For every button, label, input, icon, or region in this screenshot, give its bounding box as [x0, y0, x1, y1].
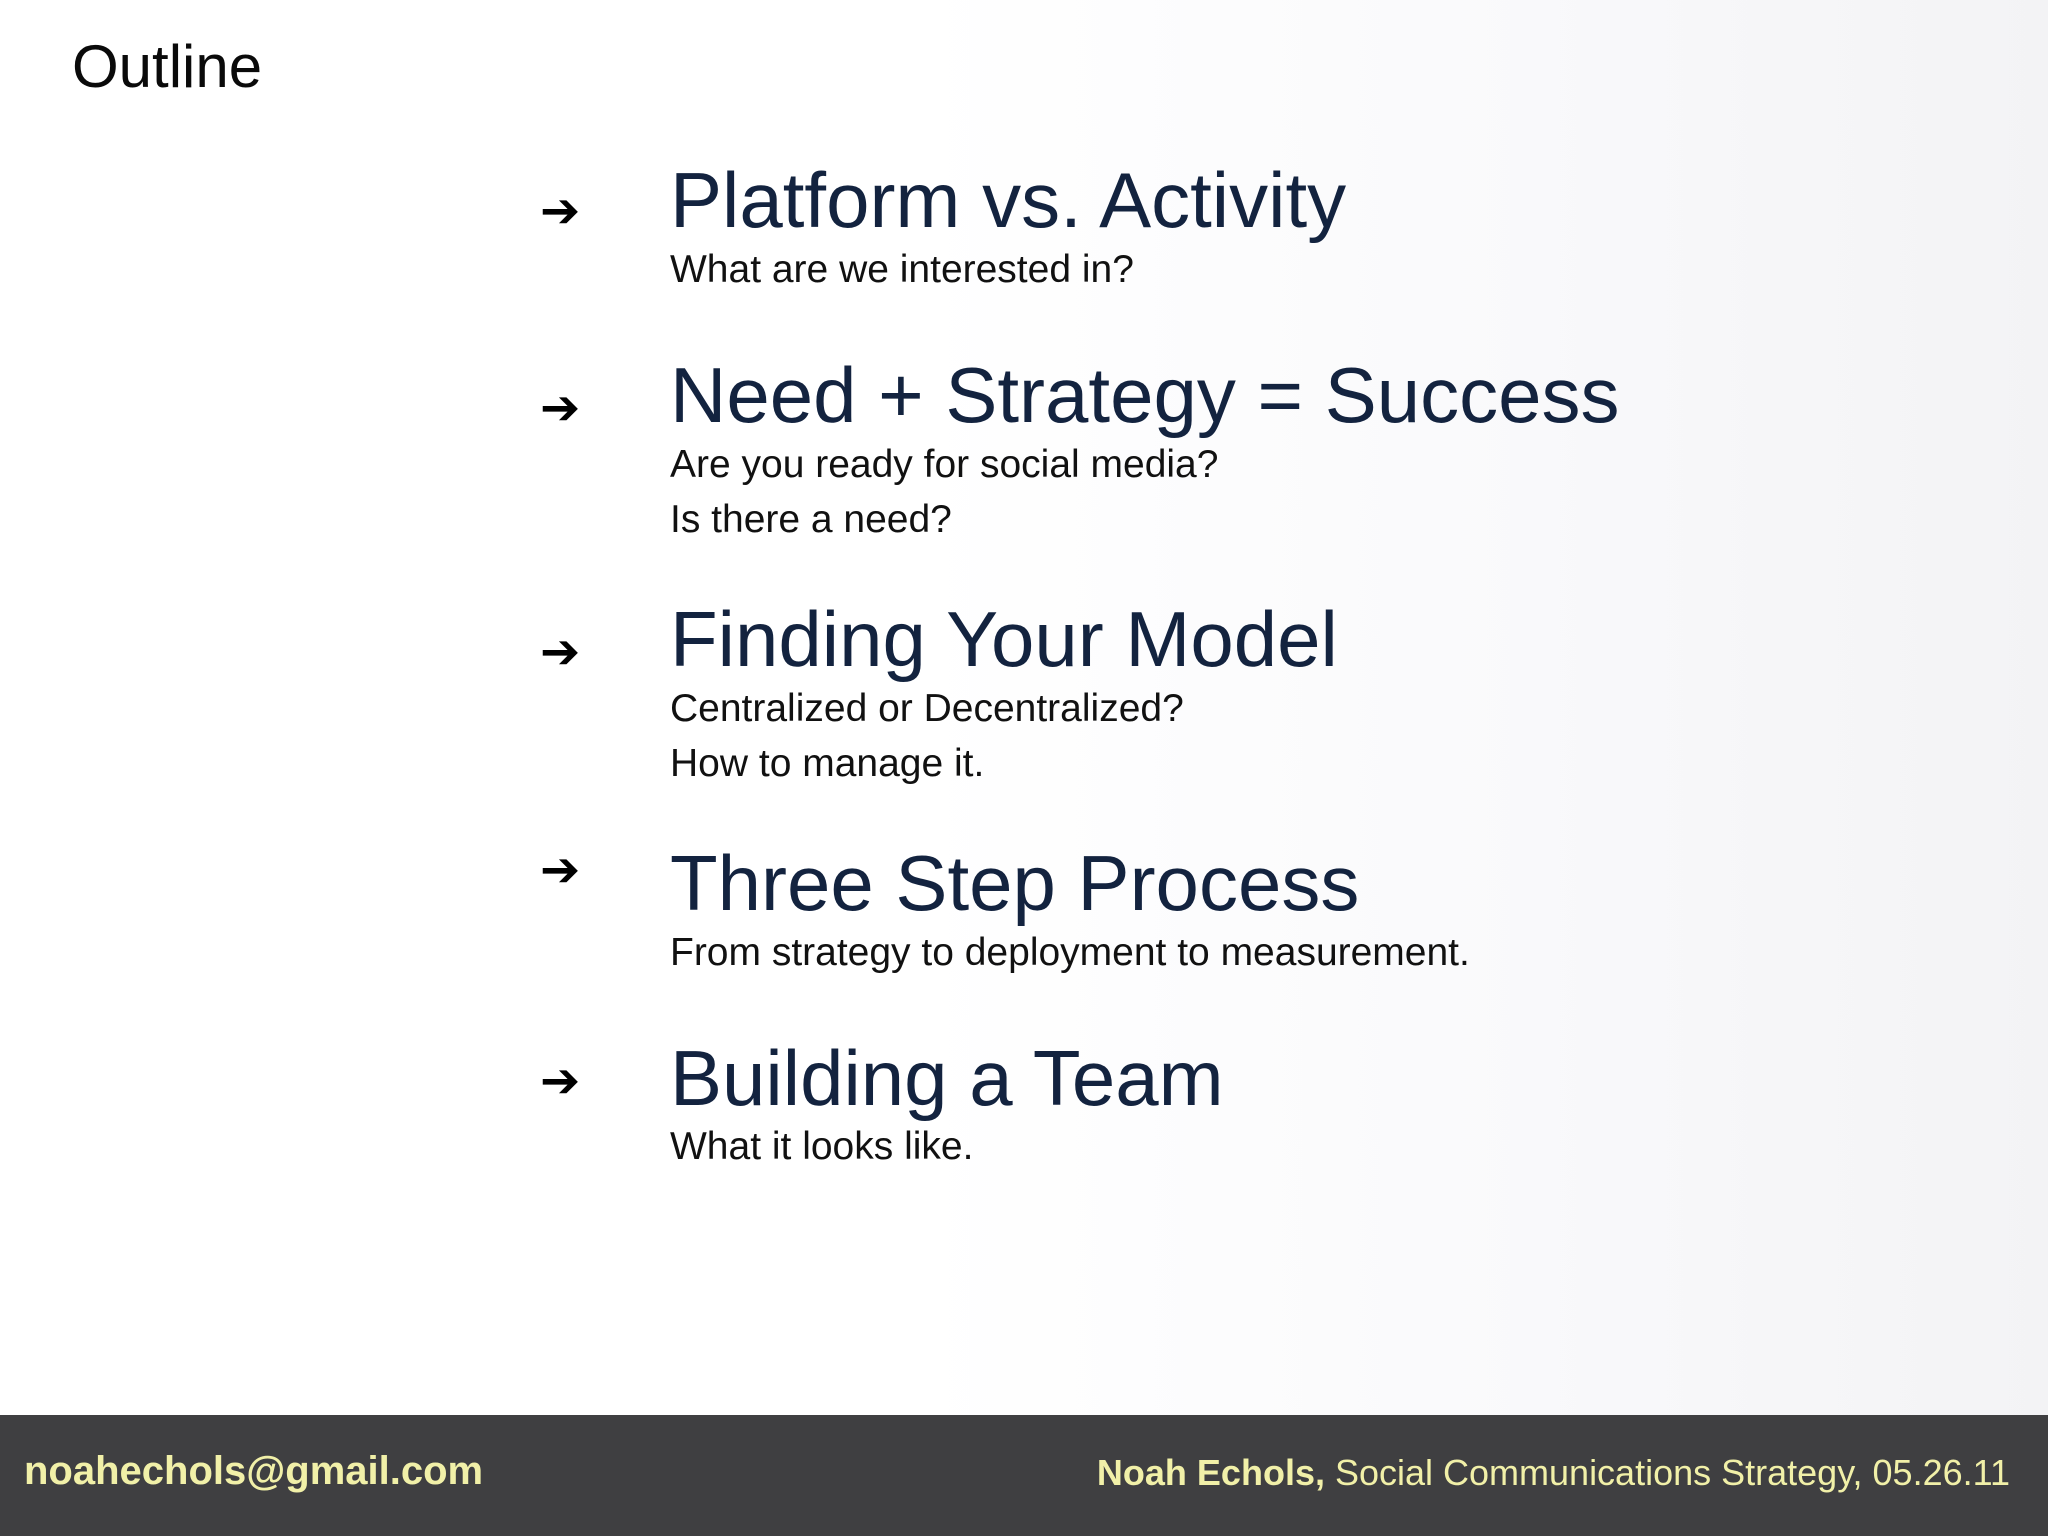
item-subtext: What it looks like.: [670, 1125, 974, 1169]
item-subtext: From strategy to deployment to measureme…: [670, 930, 1470, 974]
item-subtext: What are we interested in?: [670, 247, 1134, 291]
item-subtext: Are you ready for social media?: [670, 442, 1219, 486]
arrow-icon: ➔: [540, 1054, 581, 1108]
item-subtext: How to manage it.: [670, 741, 985, 785]
item-heading: Platform vs. Activity: [670, 156, 1347, 244]
presentation-info: Social Communications Strategy, 05.26.11: [1324, 1452, 2010, 1493]
item-subtext: Is there a need?: [670, 497, 952, 541]
slide-title: Outline: [72, 33, 263, 100]
footer-bar: noahechols@gmail.com Noah Echols, Social…: [0, 1415, 2048, 1536]
arrow-icon: ➔: [540, 843, 581, 897]
item-heading: Finding Your Model: [670, 594, 1338, 683]
outline-item: ➔ Need + Strategy = Success Are you read…: [540, 350, 1800, 547]
item-heading: Building a Team: [670, 1033, 1224, 1122]
footer-credit: Noah Echols, Social Communications Strat…: [1097, 1452, 2010, 1494]
outline-list: ➔ Platform vs. Activity What are we inte…: [540, 156, 1800, 1175]
outline-item: ➔ Three Step Process From strategy to de…: [540, 838, 1800, 980]
arrow-icon: ➔: [540, 185, 581, 238]
item-subtext: Centralized or Decentralized?: [670, 686, 1184, 730]
arrow-icon: ➔: [540, 625, 581, 679]
arrow-icon: ➔: [540, 381, 581, 435]
outline-item: ➔ Finding Your Model Centralized or Dece…: [540, 594, 1800, 791]
outline-item: ➔ Platform vs. Activity What are we inte…: [540, 156, 1800, 297]
contact-email: noahechols@gmail.com: [24, 1449, 484, 1493]
item-heading: Three Step Process: [670, 838, 1360, 927]
item-heading: Need + Strategy = Success: [670, 350, 1620, 439]
outline-item: ➔ Building a Team What it looks like.: [540, 1033, 1800, 1175]
author-name: Noah Echols,: [1096, 1452, 1325, 1493]
